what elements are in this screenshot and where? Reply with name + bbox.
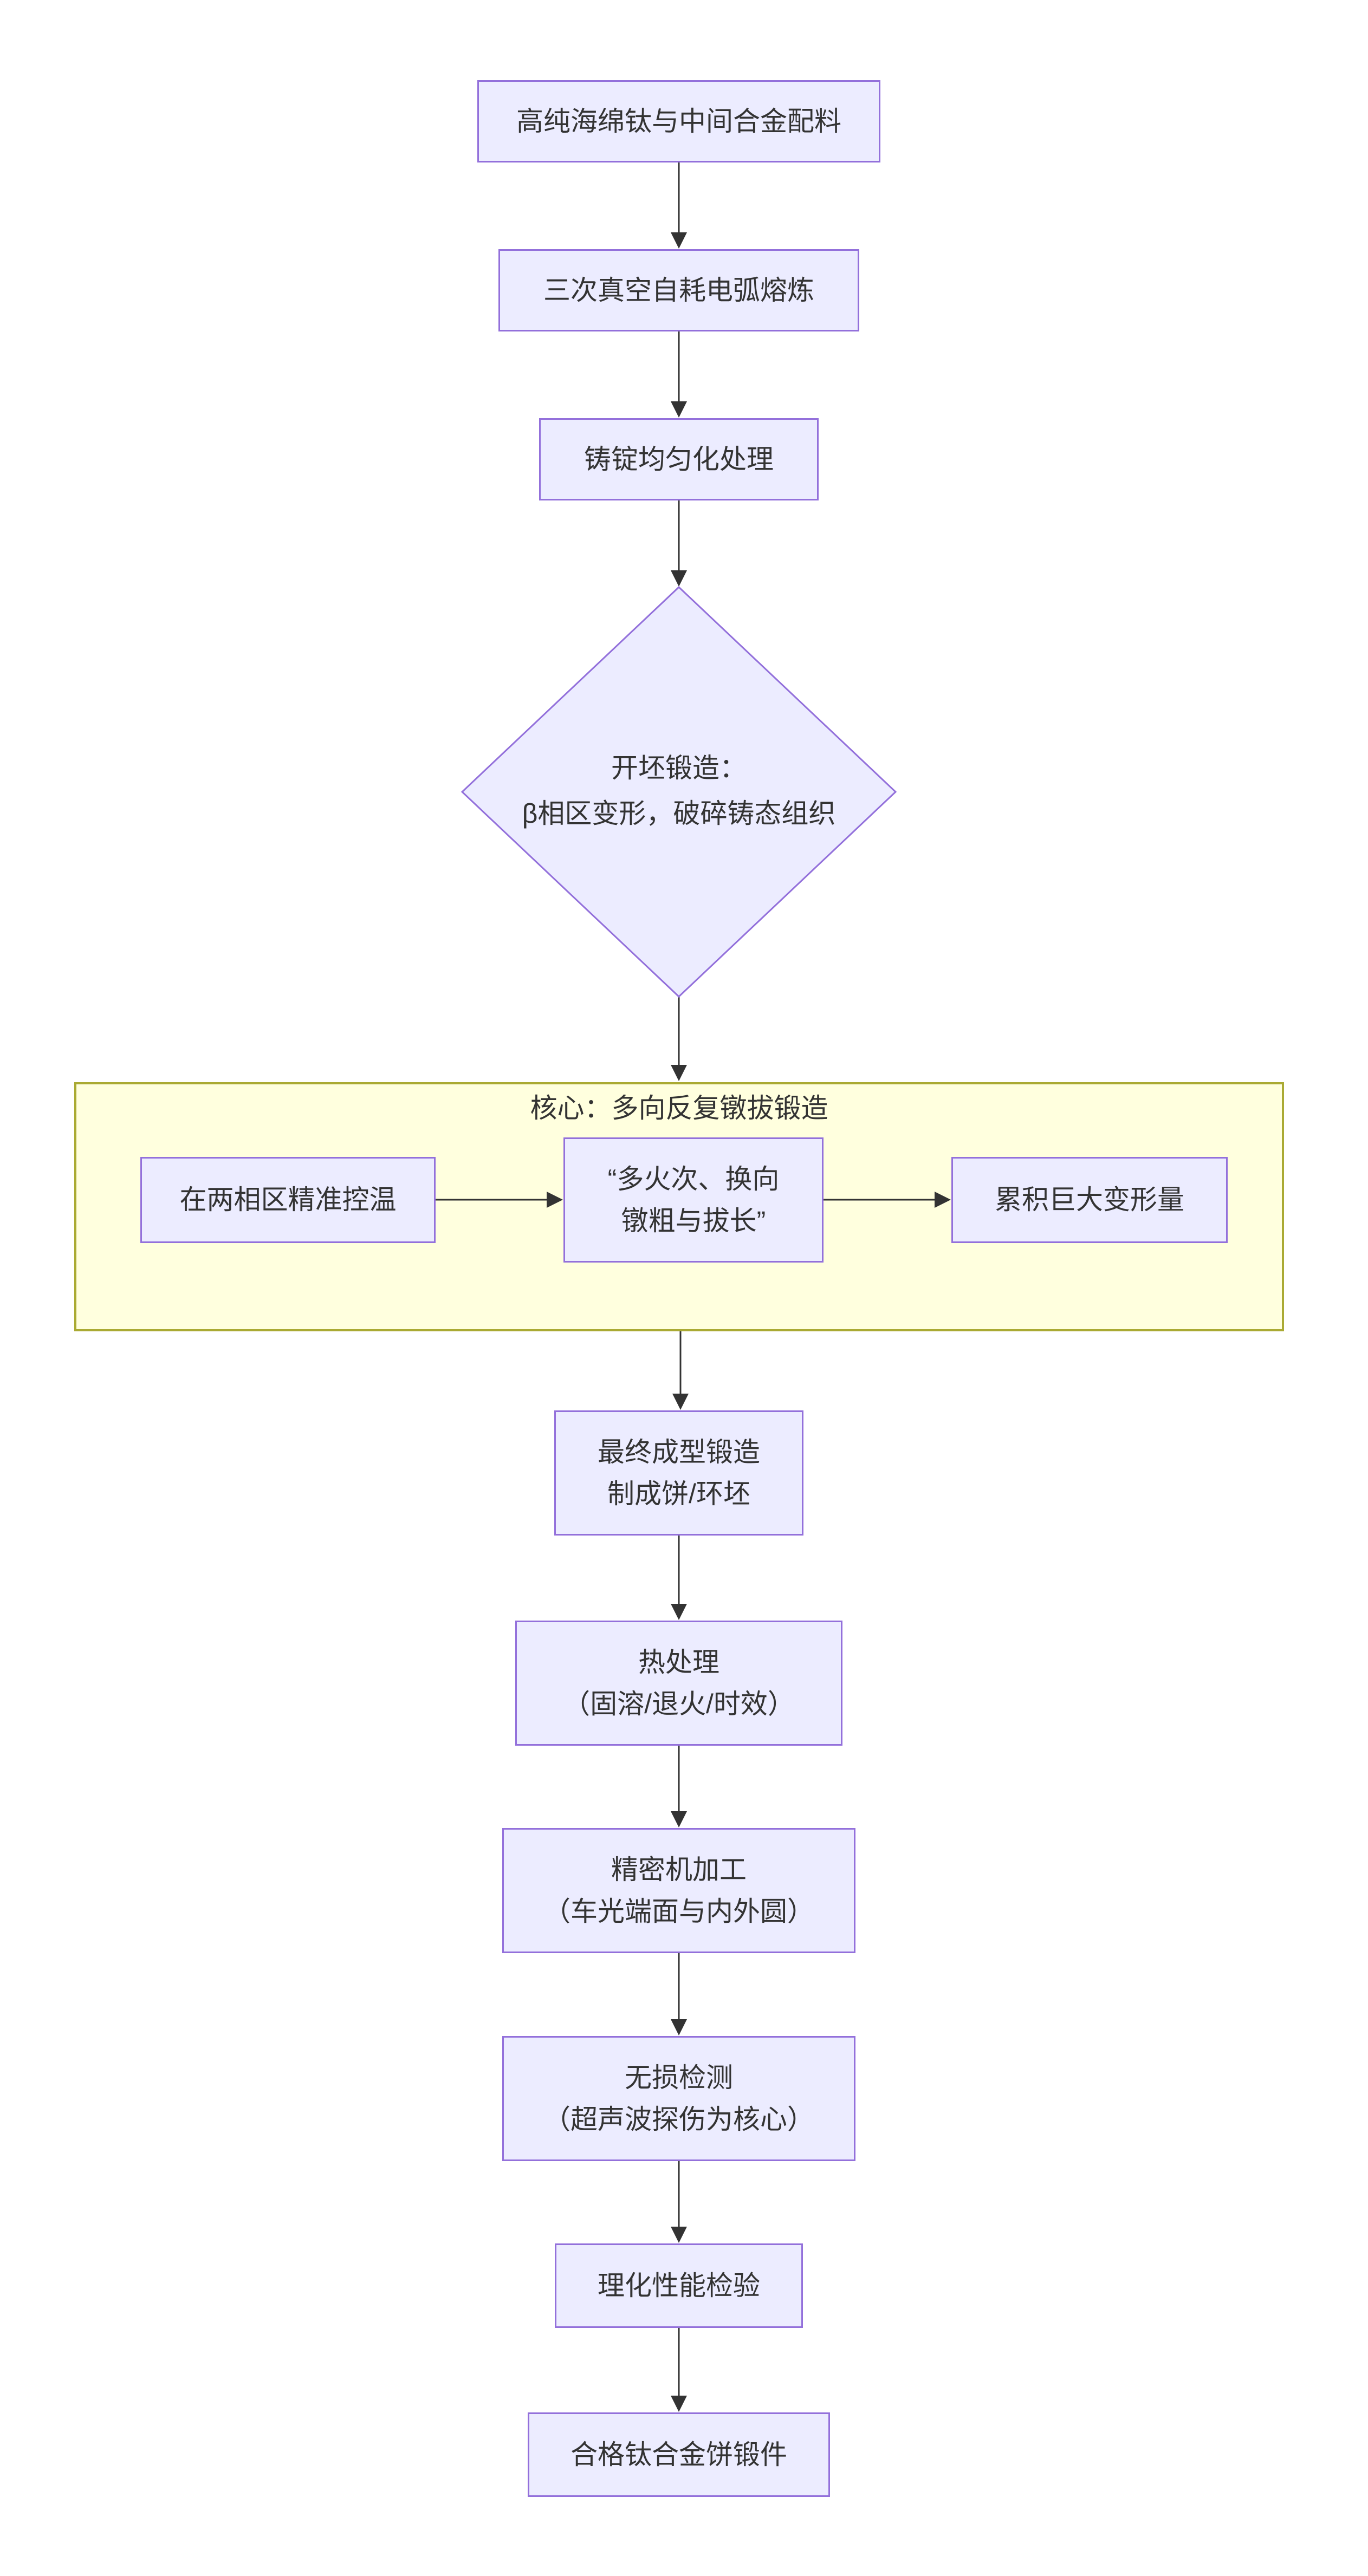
node-materials-label: 高纯海绵钛与中间合金配料 [516, 106, 841, 136]
node-inspection-label: 理化性能检验 [598, 2270, 760, 2301]
node-strain: 累积巨大变形量 [951, 1157, 1228, 1243]
node-final-forge: 最终成型锻造 制成饼/环坯 [554, 1410, 803, 1536]
node-final-forge-line1: 最终成型锻造 [598, 1436, 760, 1467]
node-heat-treat-line2: （固溶/退火/时效） [563, 1688, 795, 1719]
node-temp-control-label: 在两相区精准控温 [179, 1185, 397, 1215]
node-inspection: 理化性能检验 [555, 2243, 803, 2328]
subgraph-title: 核心：多向反复镦拔锻造 [530, 1093, 828, 1123]
decision-line1: 开坯锻造： [611, 753, 747, 783]
node-ndt-line2: （超声波探伤为核心） [543, 2104, 814, 2135]
node-upset-draw-line1: “多火次、换向 [607, 1163, 780, 1194]
decision-diamond-shape [461, 586, 897, 998]
node-heat-treat-line1: 热处理 [638, 1647, 719, 1677]
node-homogenize-label: 铸锭均匀化处理 [584, 444, 774, 474]
node-decision-cogging: 开坯锻造： β相区变形，破碎铸态组织 [462, 726, 896, 856]
node-final-forge-line2: 制成饼/环坯 [607, 1478, 750, 1509]
decision-line2: β相区变形，破碎铸态组织 [522, 798, 836, 829]
node-product-label: 合格钛合金饼锻件 [570, 2439, 787, 2470]
node-ndt-line1: 无损检测 [625, 2062, 733, 2093]
node-strain-label: 累积巨大变形量 [995, 1185, 1184, 1215]
node-homogenize: 铸锭均匀化处理 [539, 418, 819, 500]
node-upset-draw: “多火次、换向 镦粗与拔长” [563, 1137, 824, 1263]
node-ndt: 无损检测 （超声波探伤为核心） [502, 2036, 855, 2161]
node-machining-line2: （车光端面与内外圆） [543, 1896, 814, 1927]
node-melting: 三次真空自耗电弧熔炼 [498, 249, 859, 331]
node-materials: 高纯海绵钛与中间合金配料 [477, 80, 880, 162]
node-machining-line1: 精密机加工 [611, 1854, 747, 1885]
node-heat-treat: 热处理 （固溶/退火/时效） [515, 1621, 842, 1746]
node-upset-draw-line2: 镦粗与拔长” [621, 1205, 766, 1236]
node-melting-label: 三次真空自耗电弧熔炼 [543, 275, 814, 305]
node-machining: 精密机加工 （车光端面与内外圆） [502, 1828, 855, 1953]
node-product: 合格钛合金饼锻件 [528, 2412, 830, 2497]
node-temp-control: 在两相区精准控温 [140, 1157, 436, 1243]
